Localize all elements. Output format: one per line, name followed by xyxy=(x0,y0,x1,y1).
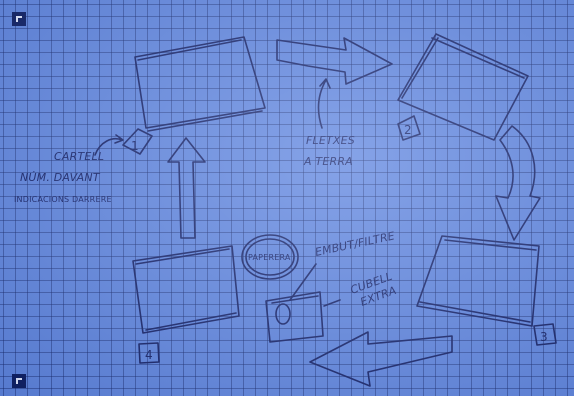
sign-label-line3: INDICACIONS DARRERE xyxy=(14,195,112,204)
station-2: 2 xyxy=(398,34,528,140)
tip-filter-box xyxy=(266,292,323,342)
station-4-number: 4 xyxy=(145,348,153,362)
tip-filter-label: EMBUT/FILTRE xyxy=(314,229,396,259)
arrows-label-line2: A TERRA xyxy=(303,155,353,168)
station-1-number: 1 xyxy=(131,139,139,153)
station-3-table xyxy=(417,236,539,326)
floor-arrow-right xyxy=(496,126,540,240)
station-4: 4 xyxy=(133,246,239,363)
paper-bin-label: PAPERERA xyxy=(248,253,291,262)
extra-bin-pointer xyxy=(324,300,340,306)
station-3-number: 3 xyxy=(540,330,548,344)
station-2-number: 2 xyxy=(404,123,412,137)
floor-arrow-top xyxy=(277,38,392,84)
floor-arrow-bottom xyxy=(310,332,452,386)
sign-label-line2: NÚM. DAVANT xyxy=(20,171,101,184)
floor-arrow-left xyxy=(168,138,205,238)
station-3: 3 xyxy=(417,236,556,345)
station-1-table xyxy=(135,37,265,131)
label-pointer-arrows xyxy=(319,79,330,128)
arrows-label-line1: FLETXES xyxy=(306,134,355,147)
sign-label-line1: CARTELL xyxy=(54,150,104,163)
station-1: 1 xyxy=(95,37,265,155)
station-4-table xyxy=(133,246,239,333)
tip-filter-box-outline xyxy=(266,292,323,342)
tip-filter-circle xyxy=(276,304,290,324)
